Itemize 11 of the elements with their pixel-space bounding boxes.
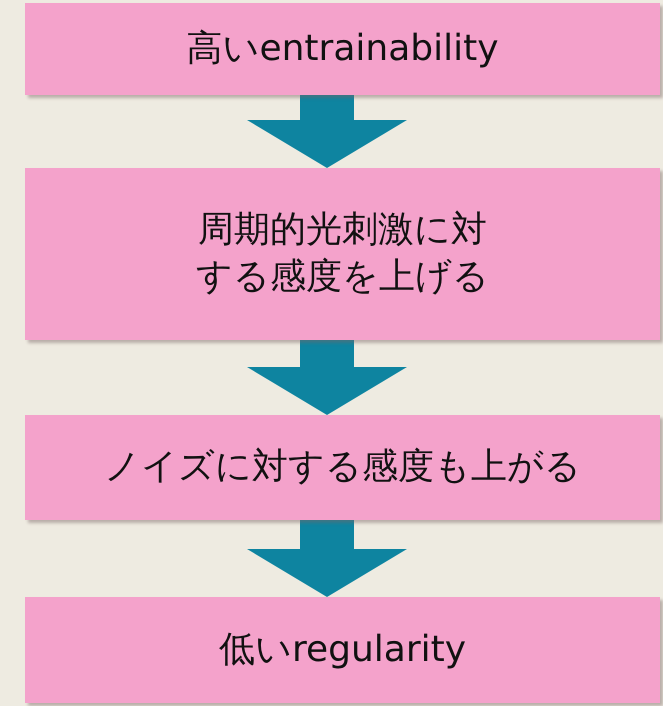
process-box [25,168,660,340]
process-box [25,415,660,520]
box-text: 低いregularity [218,628,466,672]
box-text: 高いentrainability [186,26,499,71]
process-box [25,3,660,95]
box-text: ノイズに対する感度も上がる [104,445,581,490]
block-arrow [247,520,407,597]
process-box [25,597,660,703]
box-text: 周期的光刺激に対する感度を上げる [195,208,490,299]
block-arrow [247,95,407,168]
block-arrow [247,340,407,415]
